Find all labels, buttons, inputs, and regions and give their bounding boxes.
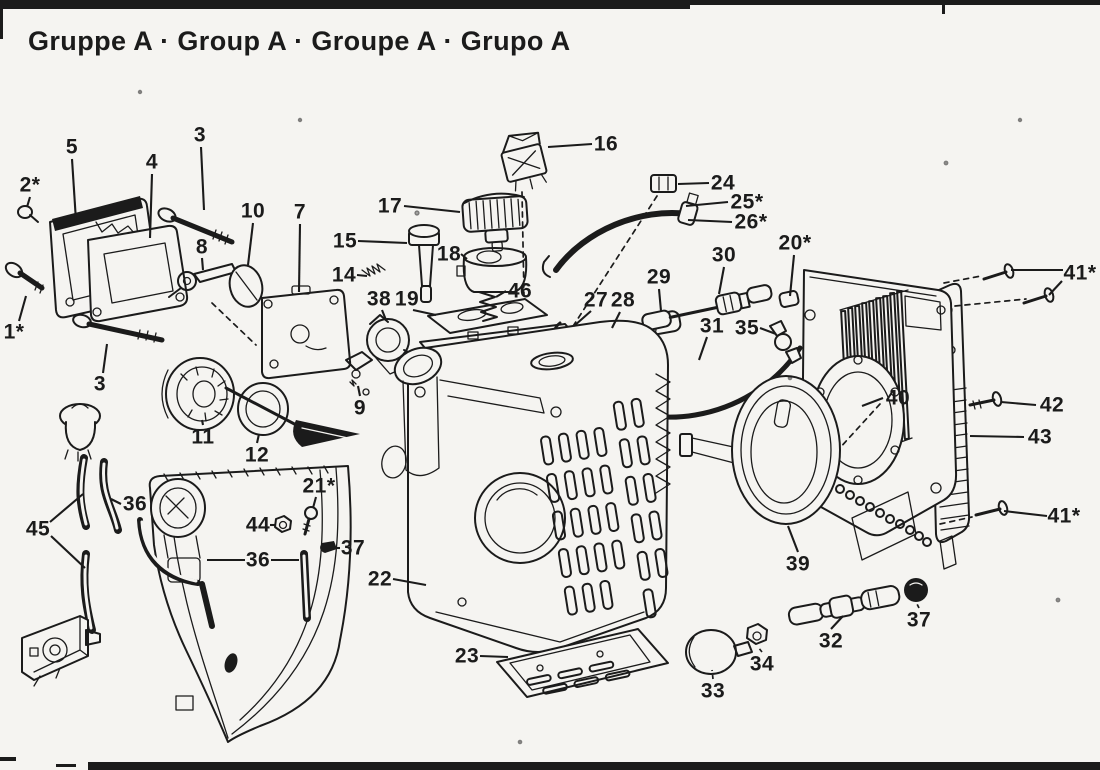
part-label-42: 42 [1039, 393, 1065, 417]
starter-ring-part [679, 375, 841, 525]
part-label-32: 32 [818, 629, 844, 653]
part-label-7: 7 [293, 200, 307, 224]
scan-specks [137, 89, 1061, 745]
part-label-3: 3 [193, 123, 207, 147]
part-label-21-star: 21* [302, 474, 336, 498]
choke-disc-part [228, 264, 264, 308]
part-label-5: 5 [65, 135, 79, 159]
part-label-28: 28 [610, 288, 636, 312]
part-label-27: 27 [583, 288, 609, 312]
part-label-15: 15 [332, 229, 358, 253]
part-label-36: 36 [122, 492, 148, 516]
part-label-31: 31 [699, 314, 725, 338]
screw-1-part [4, 261, 45, 294]
part-label-8: 8 [195, 235, 209, 259]
tube-36-part [300, 550, 311, 622]
choke-knob-part [161, 357, 235, 431]
part-label-37: 37 [340, 536, 366, 560]
page-title: Gruppe A · Group A · Groupe A · Grupo A [28, 26, 571, 56]
part-label-44: 44 [245, 513, 271, 537]
screw-42-part [968, 391, 1003, 410]
part-label-20-star: 20* [778, 231, 812, 255]
part-label-41-star: 41* [1047, 504, 1081, 528]
part-label-43: 43 [1027, 425, 1053, 449]
part-label-17: 17 [377, 194, 403, 218]
part-label-16: 16 [593, 132, 619, 156]
fuel-hoses-part [76, 454, 122, 634]
part-label-30: 30 [711, 243, 737, 267]
engine-body-part [381, 319, 671, 653]
part-label-10: 10 [240, 199, 266, 223]
screw-41-top-part [943, 263, 1055, 307]
part-label-12: 12 [244, 443, 270, 467]
fuel-hose-part [541, 192, 699, 278]
screw-3-top-part [157, 207, 235, 245]
part-label-22: 22 [367, 567, 393, 591]
part-label-25-star: 25* [730, 190, 764, 214]
fan-shroud-part [137, 465, 352, 743]
control-plate-part [261, 285, 352, 380]
part-label-4: 4 [145, 150, 159, 174]
spring-14-part [361, 263, 386, 277]
assembly-axis-dashed [567, 195, 658, 335]
fuel-filter-part [59, 403, 101, 462]
part-label-37: 37 [906, 608, 932, 632]
cover-gasket-part [87, 224, 189, 323]
part-label-2-star: 2* [19, 173, 41, 197]
choke-needle-part [224, 386, 360, 447]
part-label-40: 40 [885, 386, 911, 410]
part-label-14: 14 [331, 263, 357, 287]
starter-rod-part [787, 585, 901, 626]
wing-bolt-35-part [769, 320, 802, 364]
part-label-41-star: 41* [1063, 261, 1097, 285]
part-label-29: 29 [646, 265, 672, 289]
part-label-24: 24 [710, 171, 736, 195]
carburetor-part [21, 615, 101, 687]
primer-cup-part [456, 247, 528, 293]
nut-44-part [274, 515, 292, 533]
part-label-35: 35 [734, 316, 760, 340]
part-label-36: 36 [245, 548, 271, 572]
part-label-39: 39 [785, 552, 811, 576]
part-label-23: 23 [454, 644, 480, 668]
screw-3-bottom-part [72, 313, 165, 343]
clamp-9-part [345, 351, 373, 396]
screw-21-part [302, 506, 318, 536]
lever-axis-dashed [211, 302, 257, 346]
part-label-45: 45 [25, 517, 51, 541]
part-label-38: 38 [366, 287, 392, 311]
screw-2-part [17, 205, 39, 223]
part-label-33: 33 [700, 679, 726, 703]
hose-nipple-24-part [650, 174, 677, 193]
part-label-26-star: 26* [734, 210, 768, 234]
part-label-46: 46 [507, 279, 533, 303]
throttle-cable-part [630, 284, 800, 340]
primer-cap-part [461, 192, 529, 252]
part-label-3: 3 [93, 372, 107, 396]
part-label-1-star: 1* [3, 320, 25, 344]
starter-grip-part [685, 629, 753, 675]
nut-34-part [746, 623, 768, 645]
stop-switch-part [500, 131, 548, 297]
part-label-11: 11 [191, 425, 215, 449]
part-label-19: 19 [394, 287, 420, 311]
bottom-plate-part [496, 628, 669, 698]
primer-plunger-part [408, 224, 440, 303]
clip-37-part [320, 541, 337, 553]
spring-46-part [478, 291, 498, 322]
part-label-18: 18 [436, 242, 462, 266]
knob-37-part [904, 578, 928, 602]
part-label-34: 34 [749, 652, 775, 676]
part-label-9: 9 [353, 396, 367, 420]
